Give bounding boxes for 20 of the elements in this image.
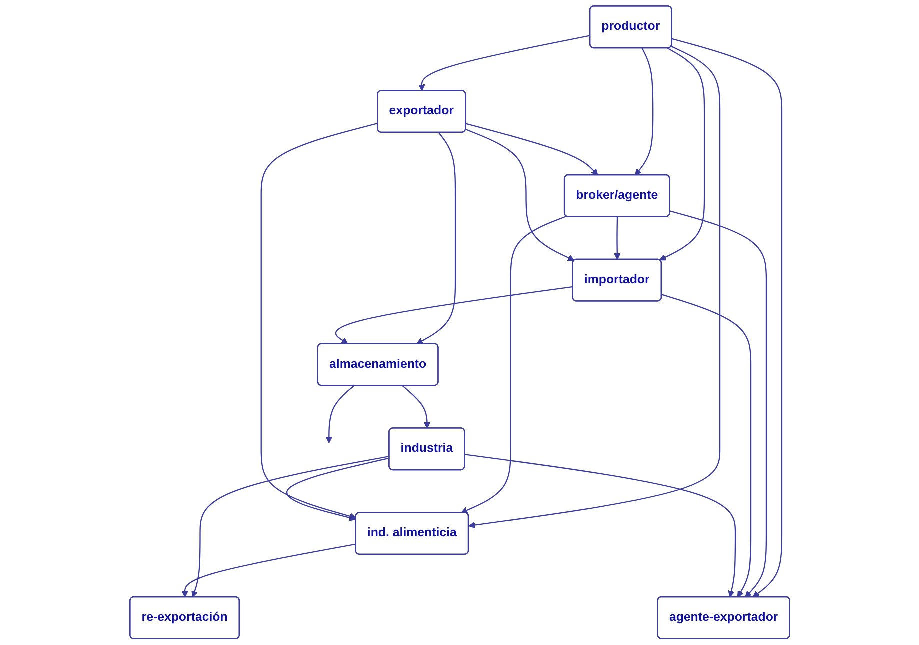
arrow [661, 294, 752, 598]
arrow [260, 122, 378, 520]
arrow [634, 48, 654, 176]
arrow [334, 286, 573, 344]
arrow [614, 217, 620, 260]
arrow [325, 386, 354, 444]
arrow [672, 38, 782, 598]
arrow [468, 46, 720, 529]
arrow [191, 456, 390, 598]
arrow [464, 454, 736, 598]
arrow [402, 386, 430, 429]
arrow [659, 48, 705, 261]
arrow [286, 458, 390, 522]
arrow [460, 216, 566, 514]
arrow [465, 129, 574, 262]
arrow [669, 210, 767, 598]
arrow [465, 123, 598, 176]
arrow [418, 35, 590, 92]
arrow [416, 132, 456, 344]
arrow [181, 544, 356, 598]
